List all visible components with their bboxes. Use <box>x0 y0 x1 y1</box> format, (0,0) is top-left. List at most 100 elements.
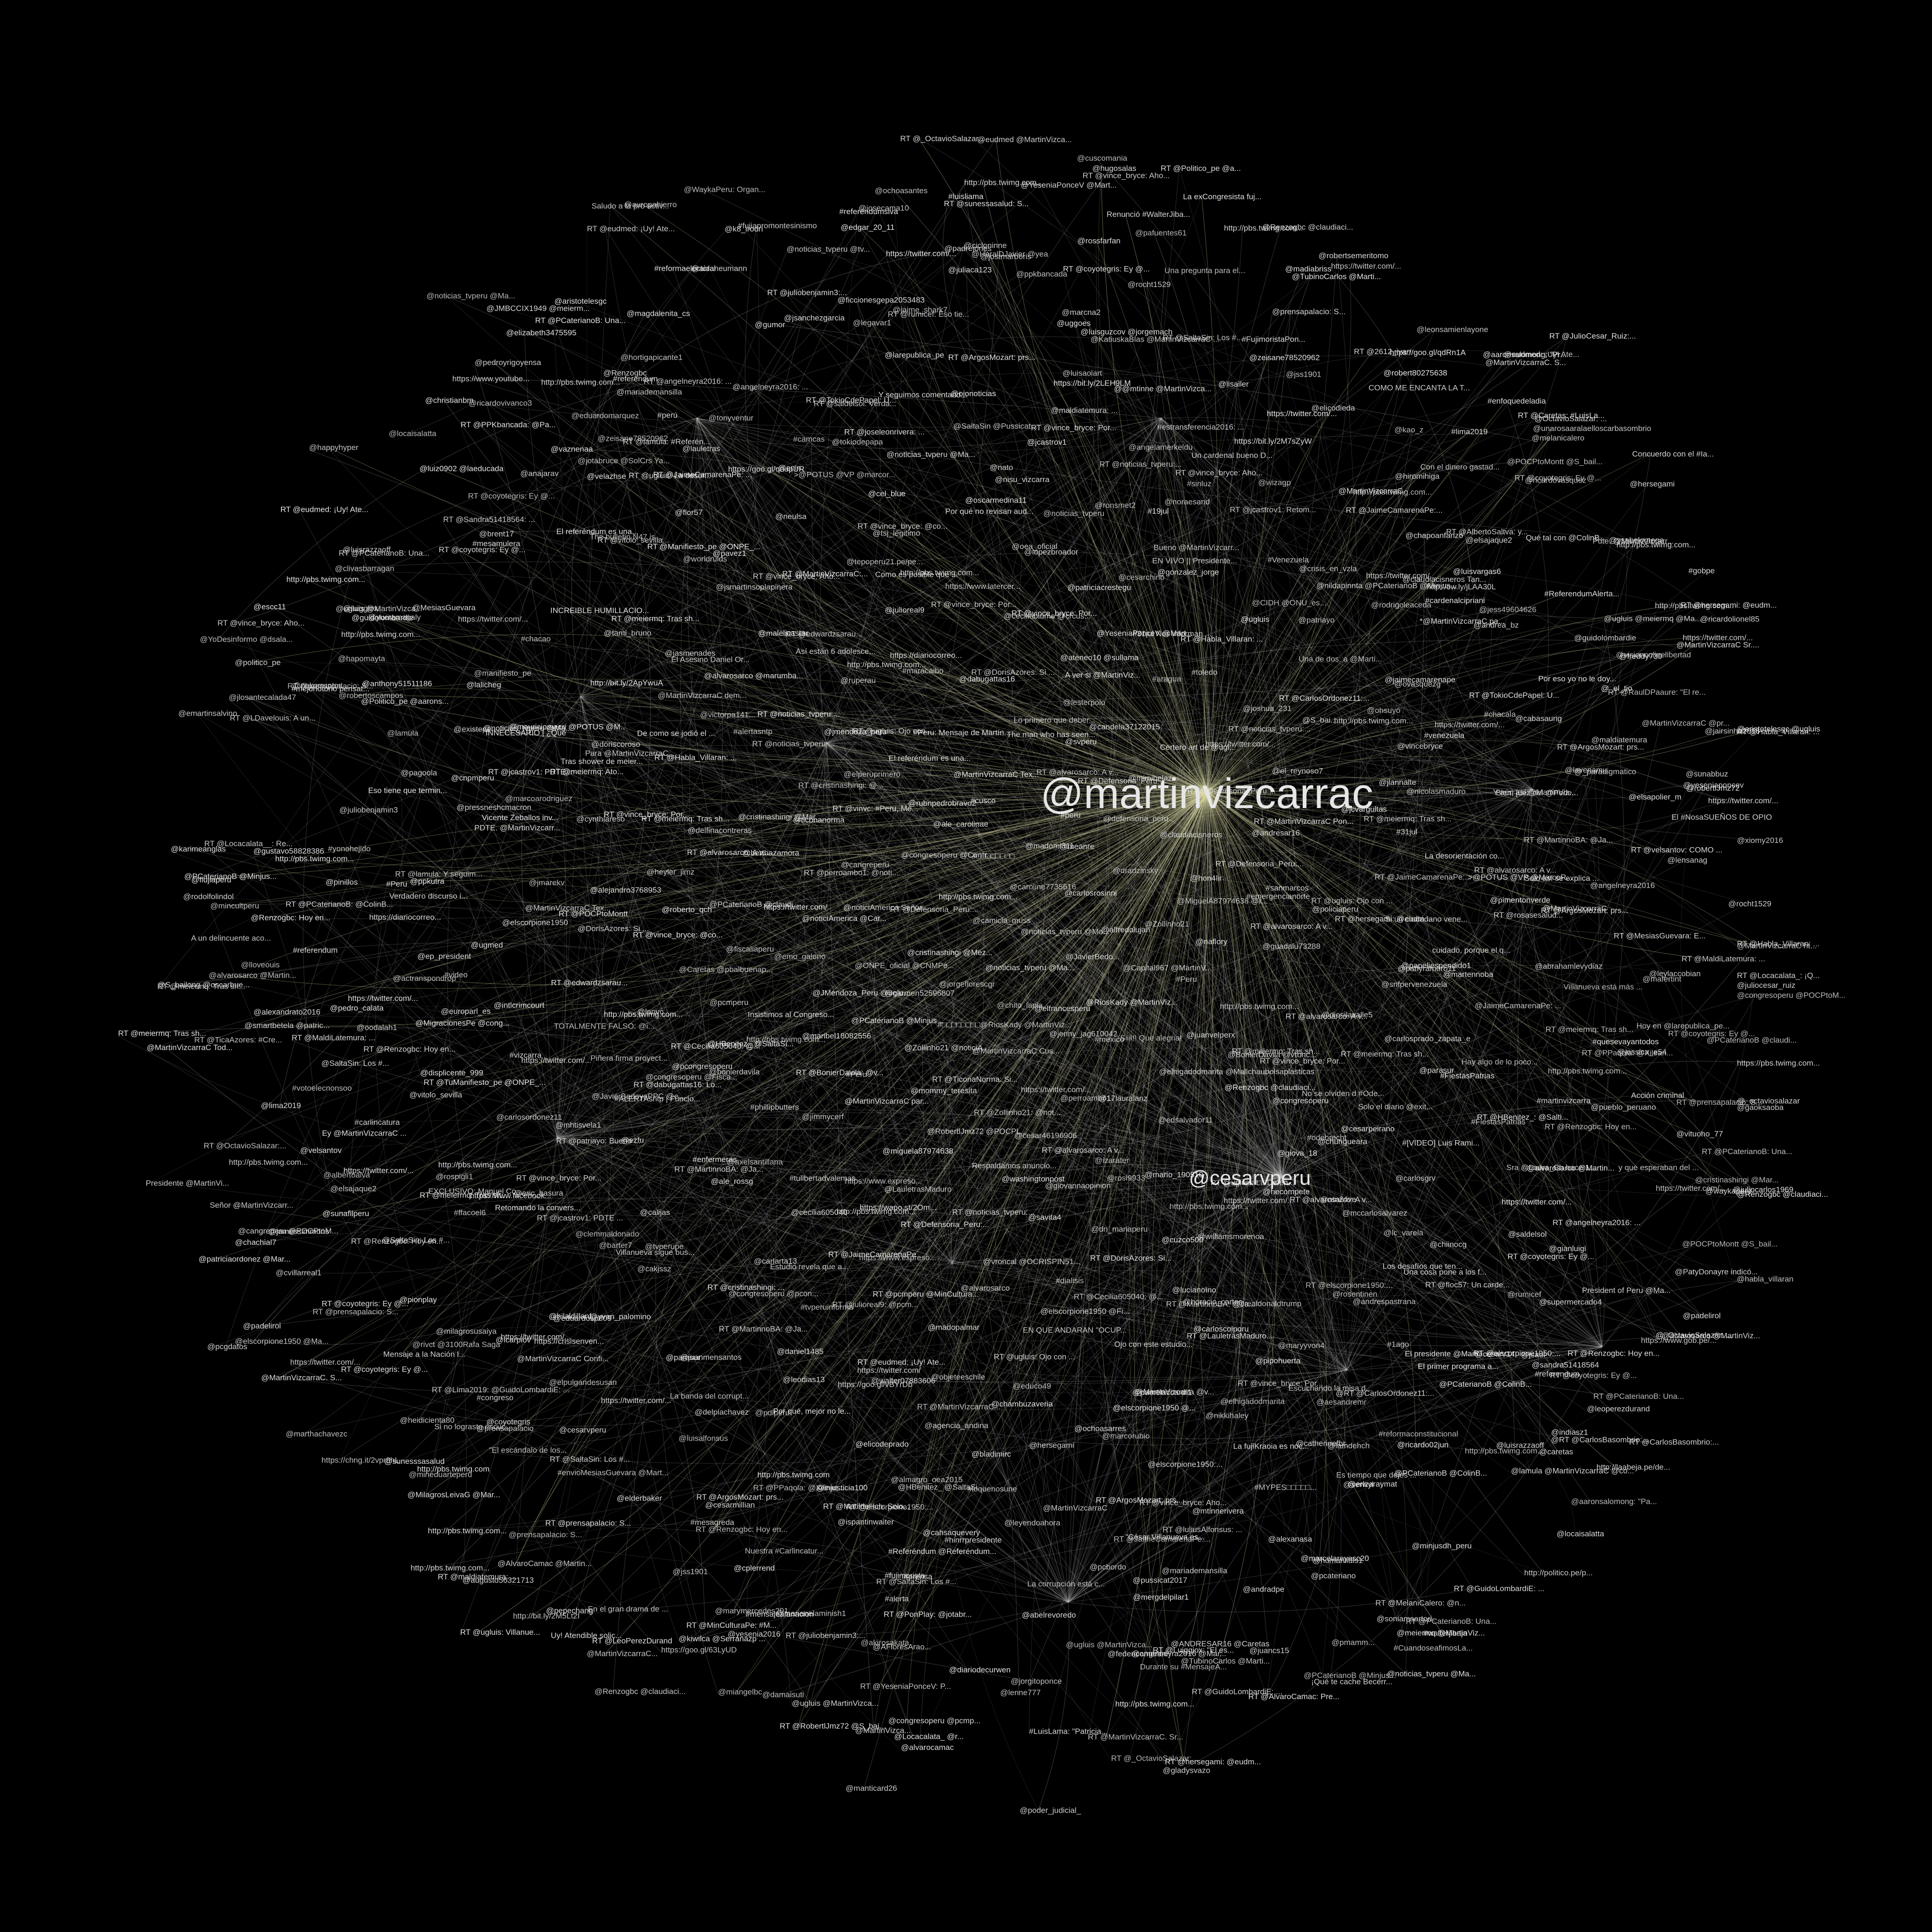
graph-edge <box>746 791 1208 1294</box>
graph-edge <box>1068 1126 1564 1603</box>
node-label: EN VIVO || Presidente... <box>1152 556 1237 565</box>
node-label: @christianbm <box>425 396 473 405</box>
node-label: RT @velsantov: COMO ... <box>1631 845 1723 854</box>
node-label: #□□□□□□□□@RiosKady @MartinViz... <box>938 1020 1071 1029</box>
graph-edge <box>679 531 1465 1360</box>
graph-edge <box>826 482 1277 744</box>
graph-edge <box>893 574 1208 792</box>
graph-edge <box>292 1090 370 1241</box>
graph-edge <box>603 816 1632 936</box>
node-label: @marcelareyesc20 <box>1301 1554 1369 1563</box>
node-label: @cangreperu @POCPtoM... <box>238 1227 339 1235</box>
node-label: #carlincatura <box>355 1118 400 1127</box>
graph-edge <box>659 773 1208 819</box>
graph-edge <box>888 760 1287 1539</box>
graph-edge <box>970 791 1208 1212</box>
graph-edge <box>1207 791 1527 1295</box>
graph-edge <box>1242 1109 1591 1201</box>
graph-edge <box>863 873 1113 1181</box>
node-label: RT @vince_bryce: Aho... <box>217 619 305 627</box>
graph-edge <box>557 1137 764 1551</box>
node-label: RT @Lima2019: @GuidoLombardiE: ... <box>432 1385 570 1394</box>
node-label: @rosi9933 <box>1107 1174 1145 1182</box>
node-label: Renunció #WalterJiba... <box>1107 210 1190 219</box>
graph-edge <box>655 791 1208 1012</box>
node-label: http://pbs.twimg.com... <box>541 378 620 387</box>
node-label: RT @vince_bryce: Aho... <box>1175 469 1263 477</box>
node-label: @joshua_231 <box>1243 704 1292 713</box>
node-label: Un cardenal bueno D... <box>1191 451 1273 460</box>
graph-edge <box>557 1137 847 1254</box>
graph-edge <box>771 273 1165 1488</box>
graph-edge <box>689 659 844 777</box>
graph-edge <box>1109 339 1282 1178</box>
node-label: @daniel1485 <box>777 1347 823 1356</box>
node-label: @nokorruptos <box>293 681 342 690</box>
node-label: @vroncal @OCRISPIN51... <box>983 1257 1080 1266</box>
node-label: RT @MartinnoBA: @Ja... <box>1524 835 1613 844</box>
graph-edge <box>1207 791 1328 1285</box>
node-label: @claudiacisneros <box>1160 830 1222 839</box>
graph-edge <box>843 776 951 1079</box>
graph-edge <box>948 272 1155 1597</box>
node-label: @oodalah1 <box>357 1023 397 1032</box>
graph-edge <box>1281 1177 1403 1233</box>
graph-edge <box>1099 331 1533 790</box>
graph-edge <box>820 791 1208 919</box>
graph-edge <box>580 696 1610 1108</box>
graph-edge <box>1184 789 1533 1304</box>
graph-edge <box>864 789 1533 1075</box>
graph-edge <box>1108 1177 1282 1567</box>
graph-edge <box>1281 535 1428 1178</box>
graph-edge <box>731 418 1162 554</box>
graph-edge <box>903 791 1208 993</box>
graph-edge <box>1349 586 1446 1347</box>
graph-edge <box>957 791 1208 985</box>
node-label: @marcorubio <box>1102 1431 1149 1440</box>
node-label: @jsaui <box>1521 1351 1545 1359</box>
node-label: Saludo a la pro activ... <box>592 202 669 210</box>
graph-edge <box>763 1263 953 1551</box>
node-label: RT @angelneyra2016: ... <box>644 377 732 385</box>
graph-edge <box>495 972 679 1398</box>
graph-edge <box>664 1077 1069 1603</box>
graph-edge <box>1218 386 1404 679</box>
graph-edge <box>1161 418 1515 793</box>
graph-edge <box>709 1177 1282 1523</box>
graph-edge <box>1113 505 1208 792</box>
graph-edge <box>431 607 558 1138</box>
graph-edge <box>1176 791 1210 1120</box>
node-label: #MYPES□□□□□... <box>1254 1483 1317 1492</box>
graph-edge <box>1068 831 1415 1603</box>
node-label: @jessica_e54 <box>1617 1048 1667 1057</box>
graph-edge <box>834 791 1208 1488</box>
graph-edge <box>922 791 1208 1048</box>
graph-edge <box>1346 839 1543 1371</box>
graph-edge <box>1514 789 1568 1249</box>
graph-edge <box>1083 639 1574 675</box>
node-label: @sandra51418564 <box>1532 1361 1599 1370</box>
graph-edge <box>977 679 1208 792</box>
node-label: @sunafilperu <box>322 1209 369 1218</box>
node-label: https://twitter.com/... <box>1683 633 1753 642</box>
node-label: RT @Cecilia605040: @... <box>1074 1292 1163 1301</box>
graph-edge <box>1559 910 1603 1347</box>
graph-edge <box>557 945 1281 1138</box>
graph-edge <box>504 732 1533 790</box>
graph-edge <box>718 712 1208 792</box>
node-label: @heidicienta80 <box>400 1416 454 1425</box>
graph-edge <box>358 809 1282 1178</box>
graph-edge <box>707 1270 1444 1290</box>
graph-edge <box>889 1370 1347 1393</box>
graph-edge <box>386 616 1208 801</box>
node-label: RT @RaulDPaaure: "El re... <box>1608 688 1706 697</box>
graph-edge <box>145 896 1265 1186</box>
node-label: @17lauralanz <box>1099 1094 1148 1103</box>
graph-edge <box>1032 1135 1603 1347</box>
graph-edge <box>944 984 958 1264</box>
node-label: @andradpe <box>1243 1585 1284 1593</box>
graph-edge <box>862 773 1208 793</box>
node-label: @kao_z <box>1394 425 1423 434</box>
graph-edge <box>1207 791 1638 1168</box>
graph-edge <box>878 791 1208 1208</box>
